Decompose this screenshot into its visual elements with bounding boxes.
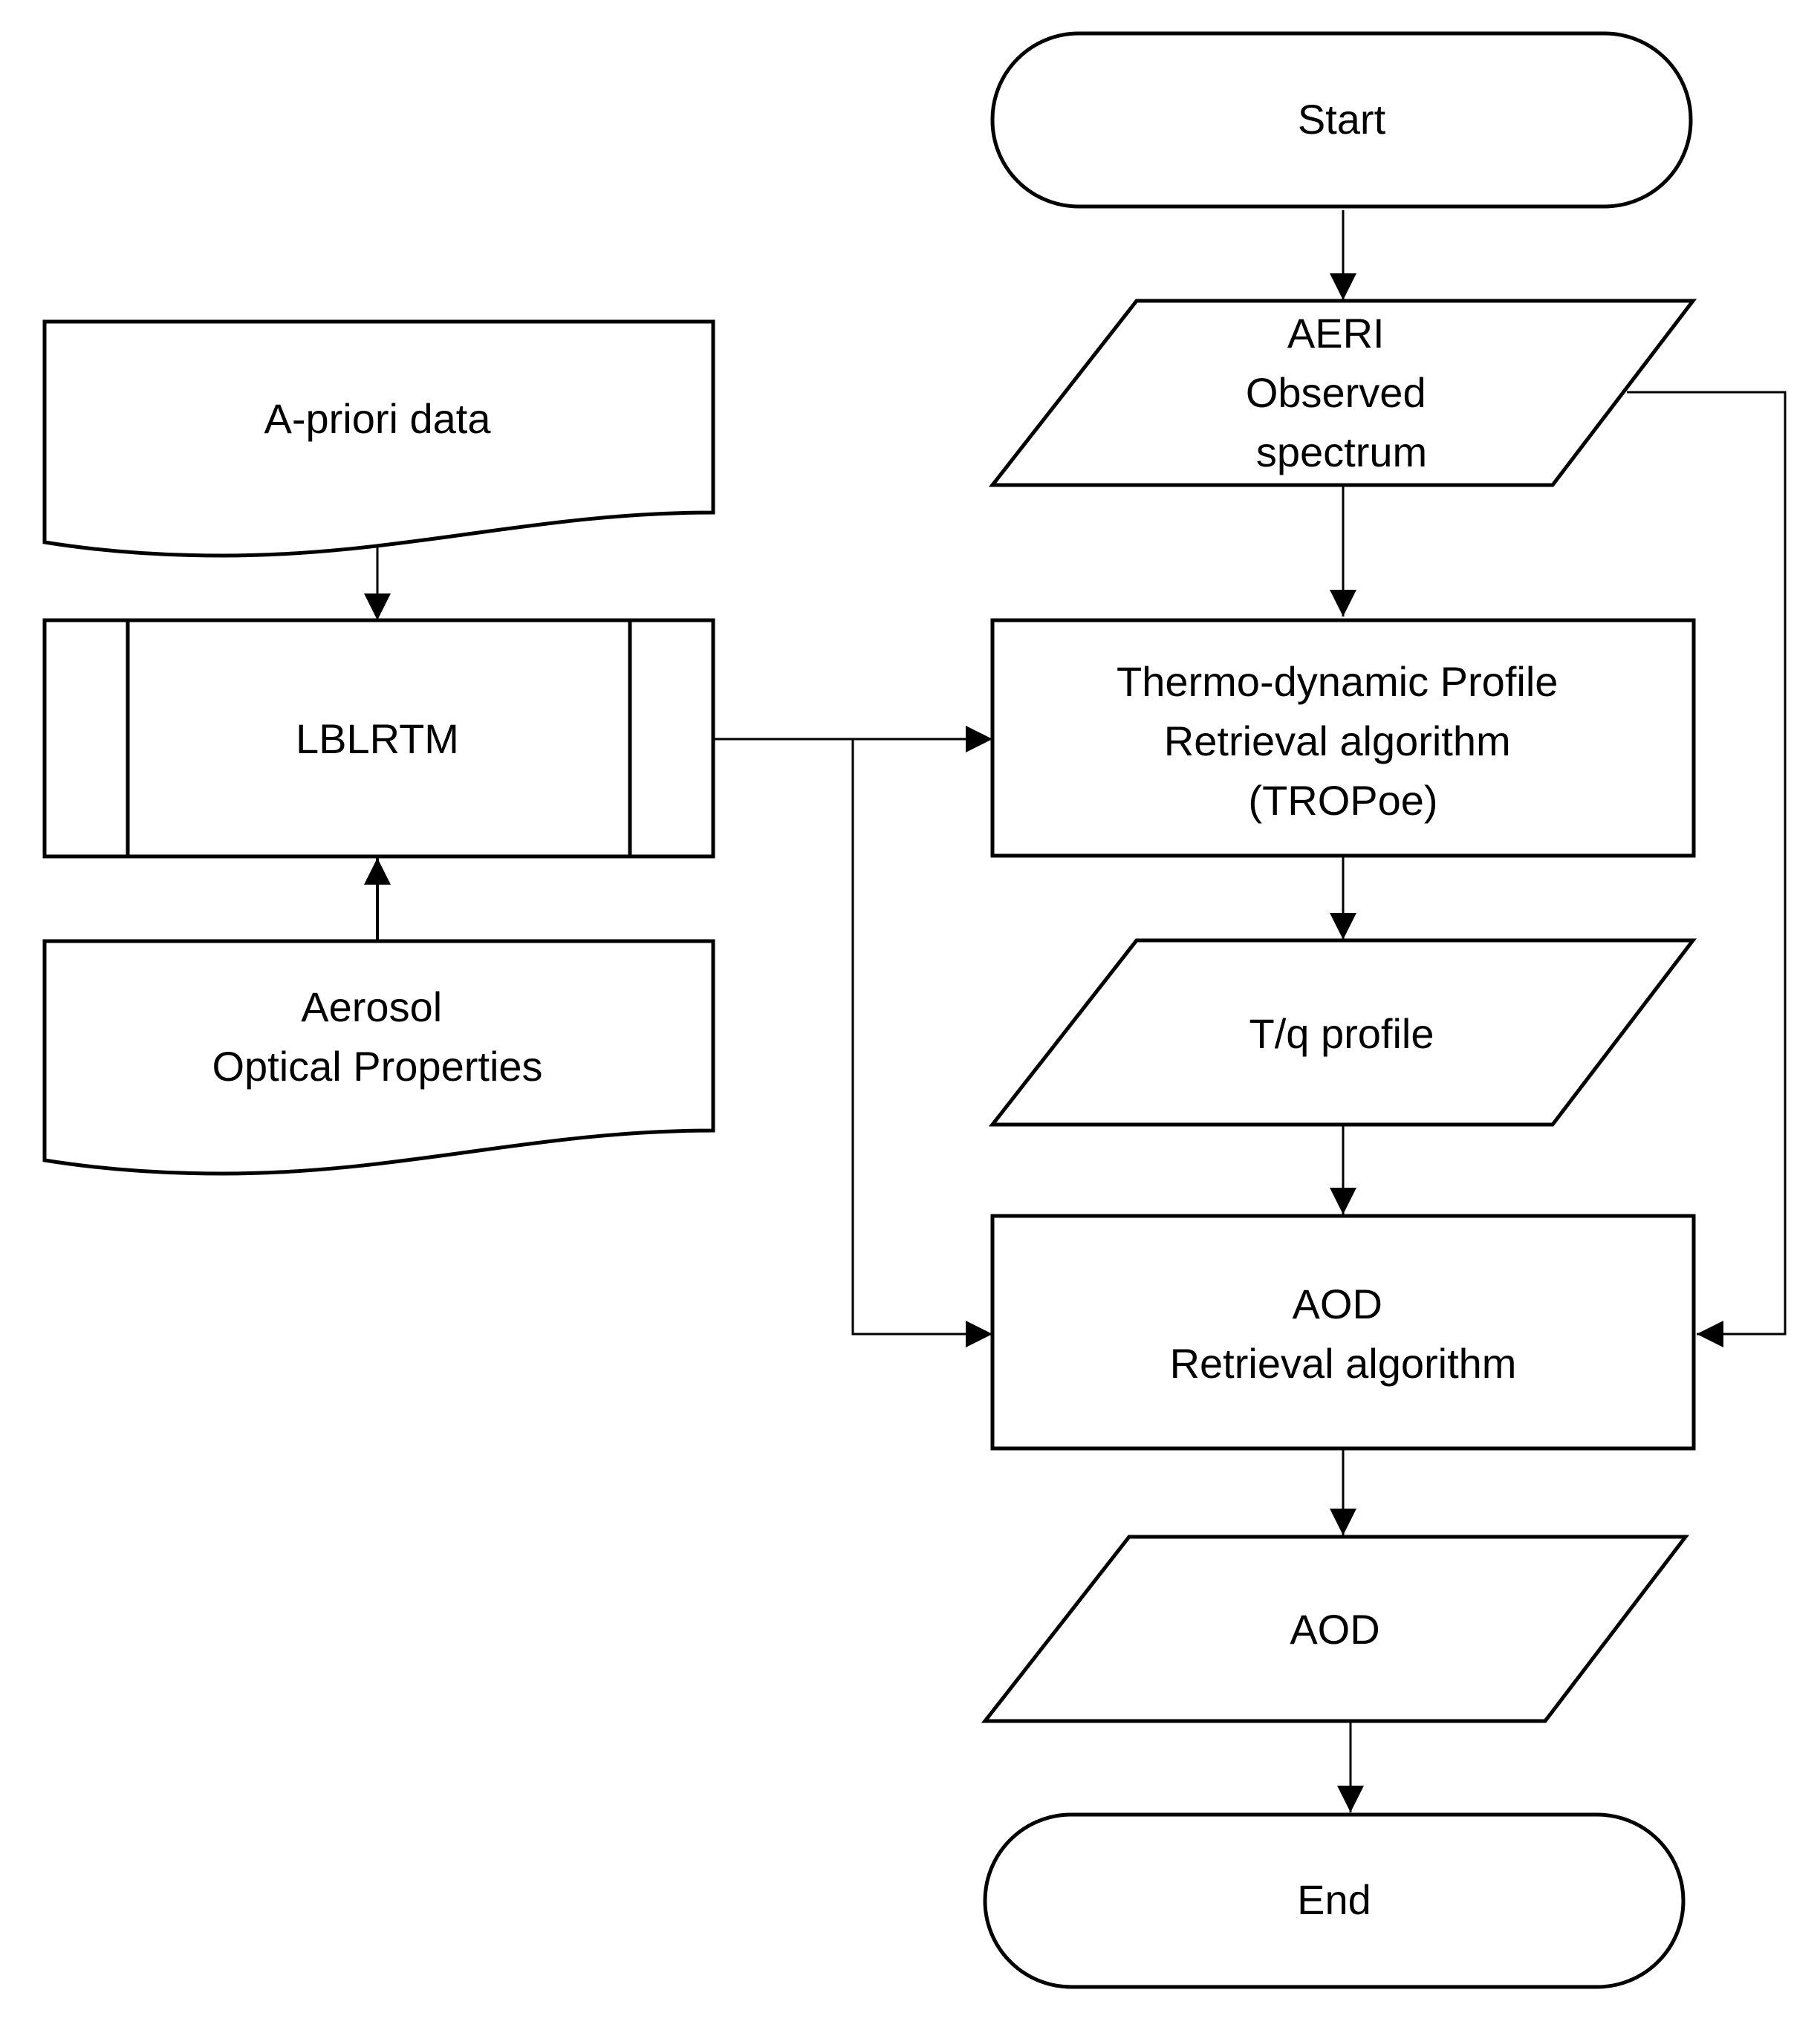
node-end: End: [983, 1812, 1686, 1989]
edge-aeri-to-aod-algorithm: [1627, 391, 1787, 1347]
node-tq-profile: T/q profile: [988, 938, 1697, 1127]
label-line: End: [1297, 1876, 1371, 1923]
label-line: Start: [1298, 96, 1386, 143]
node-aeri-observed-spectrum: AERI Observed spectrum: [988, 299, 1697, 487]
node-label: Start: [1298, 96, 1386, 143]
node-apriori-data: A-priori data: [42, 319, 715, 558]
aeri-data-shape: [988, 299, 1697, 487]
node-label: Thermo-dynamic Profile Retrieval algorit…: [1117, 658, 1570, 824]
label-line: A-priori data: [264, 395, 491, 442]
end-terminator-shape: [983, 1812, 1686, 1989]
label-line: Retrieval algorithm: [1170, 1340, 1517, 1387]
apriori-document-shape: [42, 319, 715, 558]
aod-data-shape: [981, 1535, 1690, 1723]
label-line: AOD: [1290, 1606, 1379, 1653]
node-label: LBLRTM: [296, 715, 459, 762]
edge-lblrtm-to-aod-algorithm: [851, 739, 992, 1347]
label-line: (TROPoe): [1248, 777, 1437, 824]
node-label: Aerosol Optical Properties: [212, 983, 542, 1090]
node-label: AERI Observed spectrum: [1246, 310, 1437, 475]
node-aerosol-optical-properties: Aerosol Optical Properties: [42, 939, 715, 1176]
node-label: T/q profile: [1249, 1010, 1434, 1057]
label-line: LBLRTM: [296, 715, 459, 762]
label-line: Optical Properties: [212, 1043, 542, 1090]
node-aod: AOD: [981, 1535, 1690, 1723]
aerosol-document-shape: [42, 939, 715, 1176]
label-line: Observed: [1246, 369, 1426, 416]
tq-data-shape: [988, 938, 1697, 1127]
label-line: AERI: [1287, 310, 1385, 357]
node-label: End: [1297, 1876, 1371, 1923]
label-line: AOD: [1293, 1281, 1382, 1327]
node-label: AOD Retrieval algorithm: [1170, 1281, 1517, 1387]
label-line: spectrum: [1256, 429, 1427, 475]
node-label: A-priori data: [264, 395, 491, 442]
label-line: Aerosol: [301, 983, 442, 1030]
node-aod-retrieval-algorithm: AOD Retrieval algorithm: [990, 1214, 1696, 1451]
node-tropoe: Thermo-dynamic Profile Retrieval algorit…: [990, 618, 1696, 858]
aod-algorithm-process-shape: [990, 1214, 1696, 1451]
label-line: Thermo-dynamic Profile: [1117, 658, 1558, 705]
label-line: T/q profile: [1249, 1010, 1434, 1057]
node-start: Start: [990, 31, 1693, 209]
tropoe-process-shape: [990, 618, 1696, 858]
node-label: AOD: [1290, 1606, 1379, 1653]
start-terminator-shape: [990, 31, 1693, 209]
label-line: Retrieval algorithm: [1164, 718, 1511, 764]
node-lblrtm: LBLRTM: [42, 618, 715, 859]
edges: [364, 210, 1787, 1812]
lblrtm-process-shape: [42, 618, 715, 859]
